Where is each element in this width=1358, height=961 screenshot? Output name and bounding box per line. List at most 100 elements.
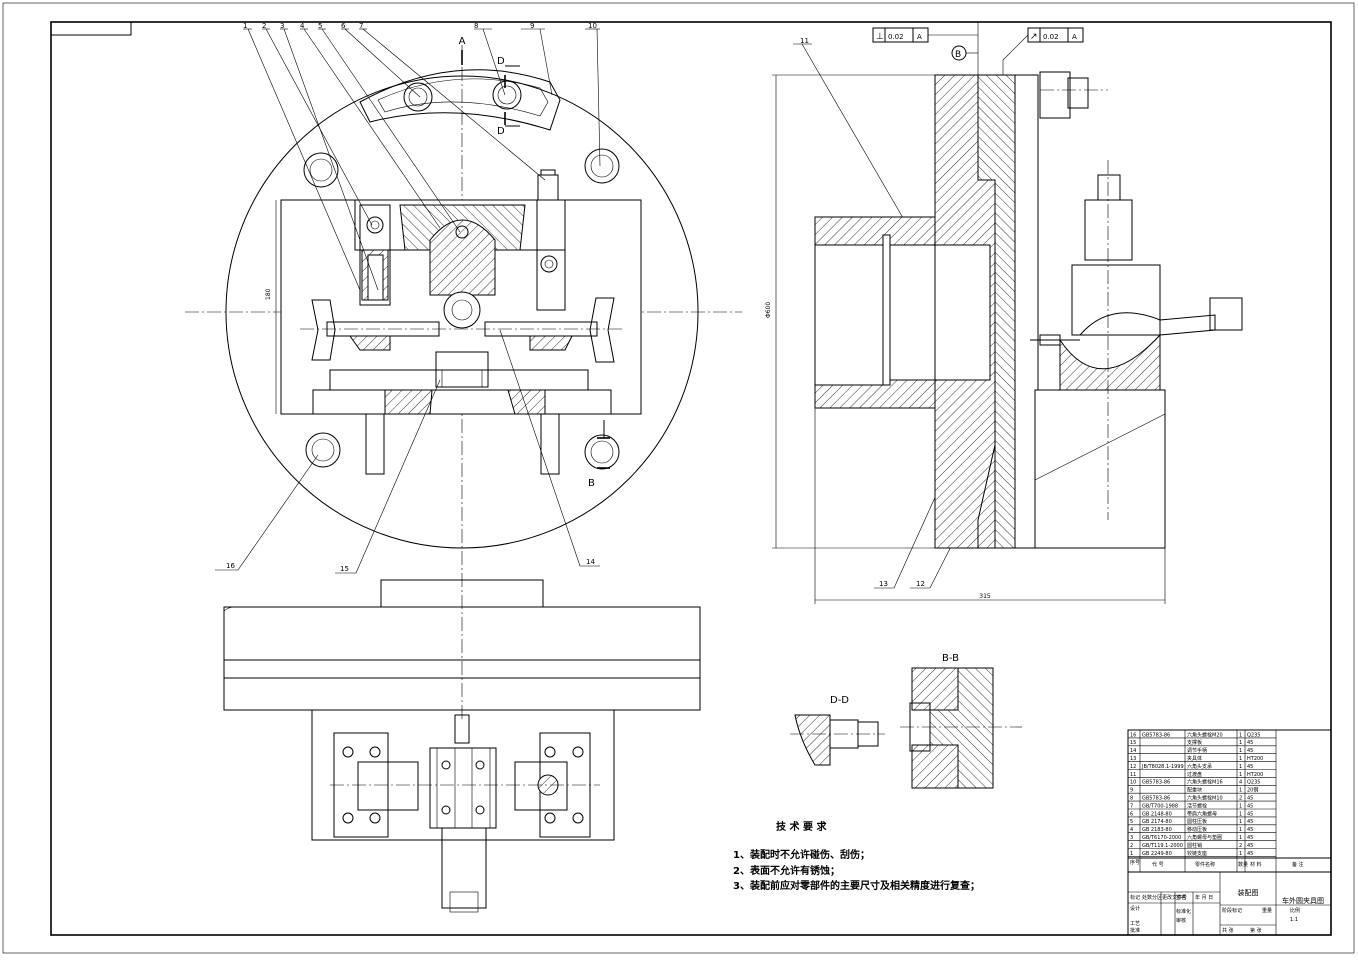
balloon-8: 8 [474, 22, 478, 30]
bom-cell-qty: 1 [1239, 835, 1242, 841]
bom-cell-qty: 1 [1239, 827, 1242, 833]
section-dd: D-D [790, 695, 885, 766]
v-block [429, 219, 496, 296]
tol-2-symbol: ↗ [1030, 32, 1038, 42]
bom-cell-no: 7 [1130, 803, 1133, 809]
bom-cell-mat: 45 [1247, 803, 1253, 809]
bom-cell-mat: 45 [1247, 843, 1253, 849]
bom-cell-mat: 20钢 [1247, 787, 1258, 794]
tb-label-15: 第 张 [1250, 927, 1262, 934]
bom-cell-mat: 45 [1247, 851, 1253, 857]
bom-cell-code: GB 2148-80 [1142, 811, 1172, 817]
bom-cell-qty: 1 [1239, 788, 1242, 794]
bom-cell-name: 活节螺栓 [1187, 802, 1207, 809]
bom-cell-no: 2 [1130, 843, 1133, 849]
bom-header-code: 代 号 [1152, 861, 1164, 868]
bom-cell-no: 10 [1130, 780, 1136, 786]
bom-cell-name: 六角头螺栓M16 [1187, 779, 1223, 786]
tech-req-item-2: 2、表面不允许有锈蚀； [733, 866, 840, 877]
balloon-1: 1 [243, 22, 247, 30]
tb-label-4: 签名 [1176, 894, 1186, 901]
bom-cell-qty: 2 [1239, 796, 1242, 802]
corner-box [50, 21, 132, 36]
tb-scale: 1:1 [1290, 917, 1298, 923]
bom-cell-name: 铰链支座 [1187, 850, 1207, 857]
bom-cell-qty: 1 [1239, 803, 1242, 809]
bom-cell-code: GB 2183-80 [1142, 827, 1172, 833]
bom-cell-code: GB/T700-1988 [1142, 803, 1178, 809]
bom-cell-name: 圆柱销 [1187, 842, 1202, 849]
balloon-14: 14 [586, 558, 595, 566]
bom-cell-qty: 1 [1239, 851, 1242, 857]
bom-cell-code: GB 2249-80 [1142, 851, 1172, 857]
bom-cell-qty: 1 [1239, 732, 1242, 738]
bom-cell-mat: 45 [1247, 811, 1253, 817]
balloon-15: 15 [340, 565, 349, 573]
bom-cell-no: 4 [1130, 827, 1133, 833]
balloon-2: 2 [262, 22, 266, 30]
top-view [223, 579, 701, 913]
tol-1-datum: A [917, 33, 922, 41]
section-mark-d-top-label: D [497, 56, 505, 67]
bom-cell-name: 过渡盘 [1187, 771, 1202, 778]
bom-cell-no: 3 [1130, 835, 1133, 841]
bom-cell-mat: 45 [1247, 819, 1253, 825]
section-mark-b-label: B [588, 478, 595, 489]
tolerance-frames: ⊥ 0.02 A ↗ 0.02 A B [872, 22, 1084, 75]
tb-label-12: 重量 [1262, 907, 1272, 914]
tb-label-10: 批准 [1130, 927, 1140, 934]
bom-header-qty: 数量 [1238, 861, 1248, 868]
balloon-9: 9 [530, 22, 534, 30]
bom-cell-name: 夹具体 [1187, 755, 1202, 762]
drawing-type: 装配图 [1238, 888, 1259, 897]
bom-cell-qty: 1 [1239, 756, 1242, 762]
balloon-numbers: 1 2 3 4 5 6 7 8 9 10 11 12 13 14 15 16 [226, 22, 925, 588]
bom-cell-name: 圆柱压板 [1187, 818, 1207, 825]
dim-180: 180 [265, 288, 272, 300]
balloon-3: 3 [280, 22, 284, 30]
bom-cell-no: 16 [1130, 732, 1136, 738]
tb-label-1: 处数 [1142, 894, 1152, 901]
balloon-12: 12 [916, 580, 925, 588]
tol-1-symbol: ⊥ [876, 32, 884, 42]
bom-cell-no: 6 [1130, 811, 1133, 817]
balloon-13: 13 [879, 580, 888, 588]
bom-cell-qty: 2 [1239, 843, 1242, 849]
front-view [185, 45, 742, 720]
bom-cell-name: 带肩六角螺母 [1187, 810, 1217, 817]
bom-header-mat: 材 料 [1250, 861, 1262, 868]
tech-req-title: 技 术 要 求 [776, 822, 827, 833]
bom-cell-name: 调节手柄 [1187, 747, 1207, 754]
bom-cell-qty: 1 [1239, 764, 1242, 770]
tb-label-7: 标准化 [1176, 908, 1191, 915]
bom-cell-mat: 45 [1247, 827, 1253, 833]
balloon-7: 7 [359, 22, 363, 30]
bom-header-no: 序号 [1130, 859, 1140, 866]
tb-label-9: 工艺 [1130, 921, 1140, 927]
bom-cell-code: GB5783-86 [1142, 780, 1170, 786]
bom-cell-mat: 45 [1247, 740, 1253, 746]
tb-label-3: 更改文件号 [1162, 894, 1187, 901]
dim-dia-600: Φ600 [765, 302, 772, 318]
tb-label-13: 比例 [1290, 907, 1300, 914]
balloon-11: 11 [800, 37, 809, 45]
bom-cell-mat: 45 [1247, 764, 1253, 770]
bom-cell-name: 支撑板 [1187, 739, 1202, 746]
bom-cell-no: 9 [1130, 788, 1133, 794]
bom-cell-qty: 1 [1239, 772, 1242, 778]
bom-cell-qty: 1 [1239, 811, 1242, 817]
tb-label-0: 标记 [1130, 894, 1140, 901]
dim-315: 315 [979, 593, 991, 600]
tb-label-5: 年 月 日 [1195, 894, 1213, 901]
bom-cell-name: 六角头螺栓M10 [1187, 795, 1223, 802]
drawing-name: 车外圆夹具图 [1282, 896, 1324, 905]
bom-cell-mat: HT200 [1247, 756, 1263, 762]
bom-cell-code: GB/T119.1-2000 [1142, 843, 1183, 849]
section-dd-title: D-D [830, 695, 849, 706]
balloon-16: 16 [226, 562, 235, 570]
bom-cell-qty: 1 [1239, 819, 1242, 825]
section-bb: B-B [900, 653, 1022, 789]
